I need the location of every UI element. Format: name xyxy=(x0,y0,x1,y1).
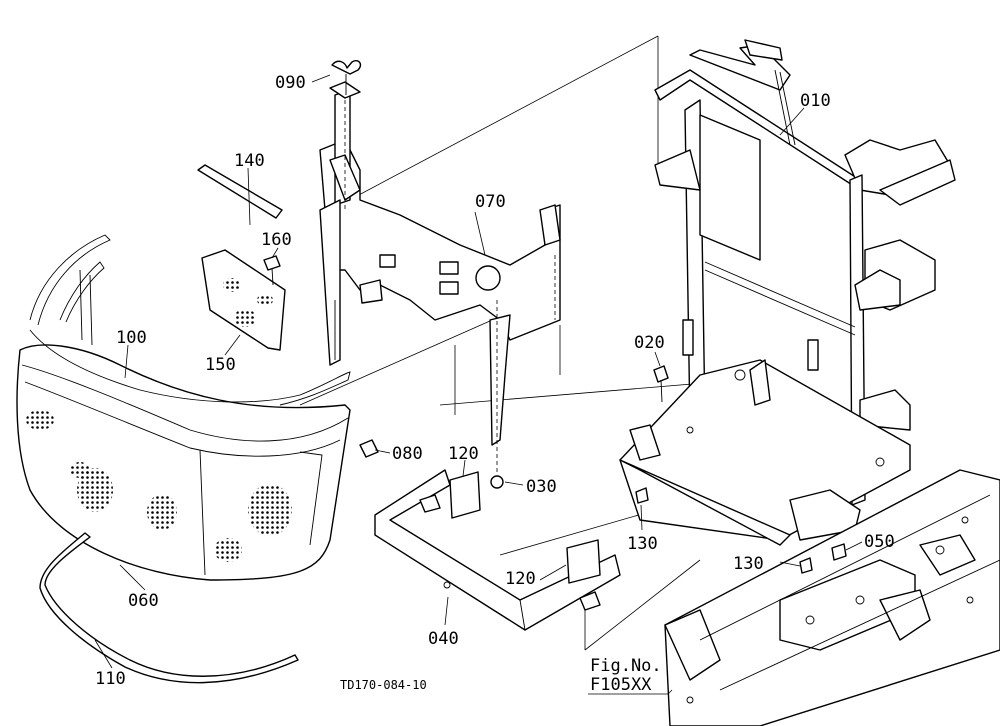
callout-100: 100 xyxy=(116,328,147,348)
figure-ref-line1: Fig.No. xyxy=(590,656,662,676)
cover-plate-150 xyxy=(201,249,286,351)
reference-lines xyxy=(299,35,761,651)
callout-leaders xyxy=(94,74,863,669)
support-bracket-070 xyxy=(319,81,561,475)
callout-140: 140 xyxy=(234,151,265,171)
callout-150: 150 xyxy=(205,355,236,375)
bolt-130-right xyxy=(799,557,813,574)
trim-strip-110 xyxy=(39,532,299,684)
pad-120-upper xyxy=(449,471,481,519)
callout-120-lower: 120 xyxy=(505,569,536,589)
callout-130-left: 130 xyxy=(627,534,658,554)
callout-020: 020 xyxy=(634,333,665,353)
front-grille-060 xyxy=(16,344,351,581)
callout-070: 070 xyxy=(475,192,506,212)
bolt-130-left xyxy=(635,487,649,504)
seal-strip-100 xyxy=(29,234,351,406)
rubber-strip-140 xyxy=(197,164,283,219)
front-frame-010 xyxy=(619,39,956,546)
callout-labels: 010 020 030 040 050 060 070 080 090 100 … xyxy=(95,73,895,689)
nut-030 xyxy=(490,475,504,489)
callout-090: 090 xyxy=(275,73,306,93)
bolt-050 xyxy=(831,543,847,561)
callout-130-right: 130 xyxy=(733,554,764,574)
lower-weight-040 xyxy=(374,469,621,631)
callout-060: 060 xyxy=(128,591,159,611)
callout-050: 050 xyxy=(864,532,895,552)
figure-reference: Fig.No. F105XX xyxy=(588,656,673,695)
callout-030: 030 xyxy=(526,477,557,497)
wing-bolt-090 xyxy=(331,60,362,95)
callout-160: 160 xyxy=(261,230,292,250)
callout-040: 040 xyxy=(428,629,459,649)
chassis-outline xyxy=(664,469,1000,726)
diagram-code: TD170-084-10 xyxy=(340,678,427,692)
callout-110: 110 xyxy=(95,669,126,689)
pad-120-lower xyxy=(566,539,601,584)
callout-080: 080 xyxy=(392,444,423,464)
callout-120-upper: 120 xyxy=(448,444,479,464)
bolt-020 xyxy=(653,365,669,403)
callout-010: 010 xyxy=(800,91,831,111)
figure-ref-line2: F105XX xyxy=(590,675,652,695)
bolt-080 xyxy=(359,439,379,458)
